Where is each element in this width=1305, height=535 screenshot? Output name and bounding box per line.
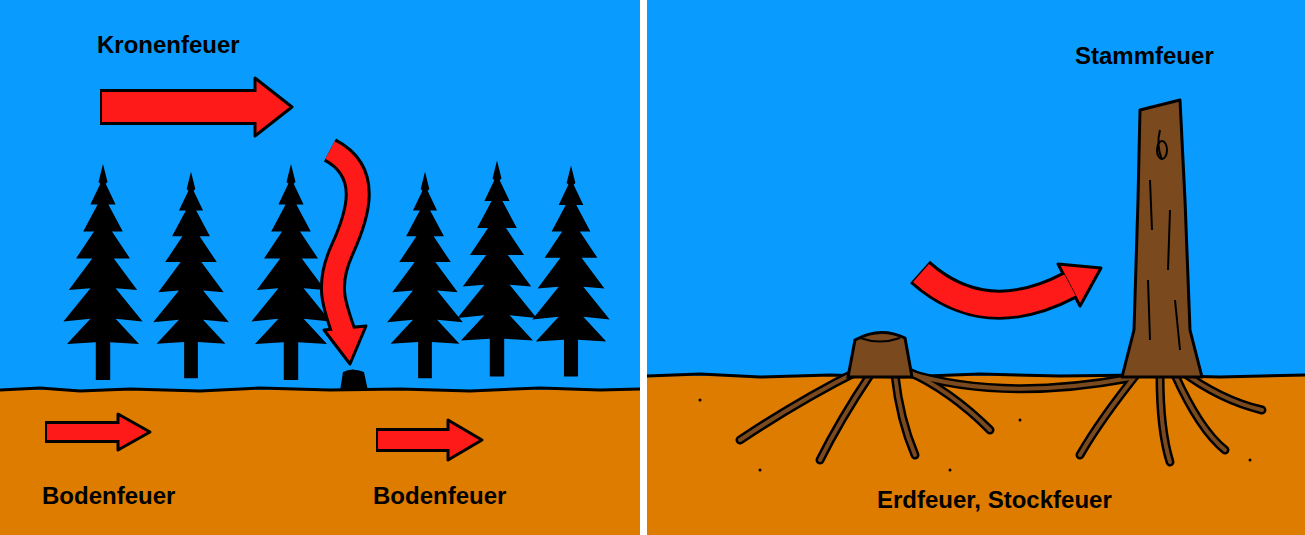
stem-fire-arrow <box>920 264 1101 306</box>
ground <box>647 376 1305 535</box>
tree-stump <box>848 332 912 377</box>
fire-type-label: Bodenfeuer <box>373 482 506 510</box>
fire-type-label: Bodenfeuer <box>42 482 175 510</box>
ground-line <box>647 374 1305 377</box>
small-stump <box>340 370 368 392</box>
ground-line <box>0 388 640 391</box>
falling-fire-arrow <box>324 150 366 364</box>
roots <box>740 370 1262 462</box>
ground-fire-arrow <box>45 414 150 450</box>
dead-trunk <box>1122 100 1202 377</box>
sky <box>647 0 1305 376</box>
fire-type-label: Erdfeuer, Stockfeuer <box>877 486 1112 514</box>
stump-top <box>860 338 900 342</box>
ground <box>0 390 640 535</box>
crown-fire-arrow <box>100 78 292 136</box>
fire-type-label: Stammfeuer <box>1075 42 1214 70</box>
ground-fire-arrow <box>376 420 482 460</box>
sky <box>0 0 640 390</box>
fire-type-label: Kronenfeuer <box>97 31 240 59</box>
bark-marks <box>1148 130 1180 350</box>
